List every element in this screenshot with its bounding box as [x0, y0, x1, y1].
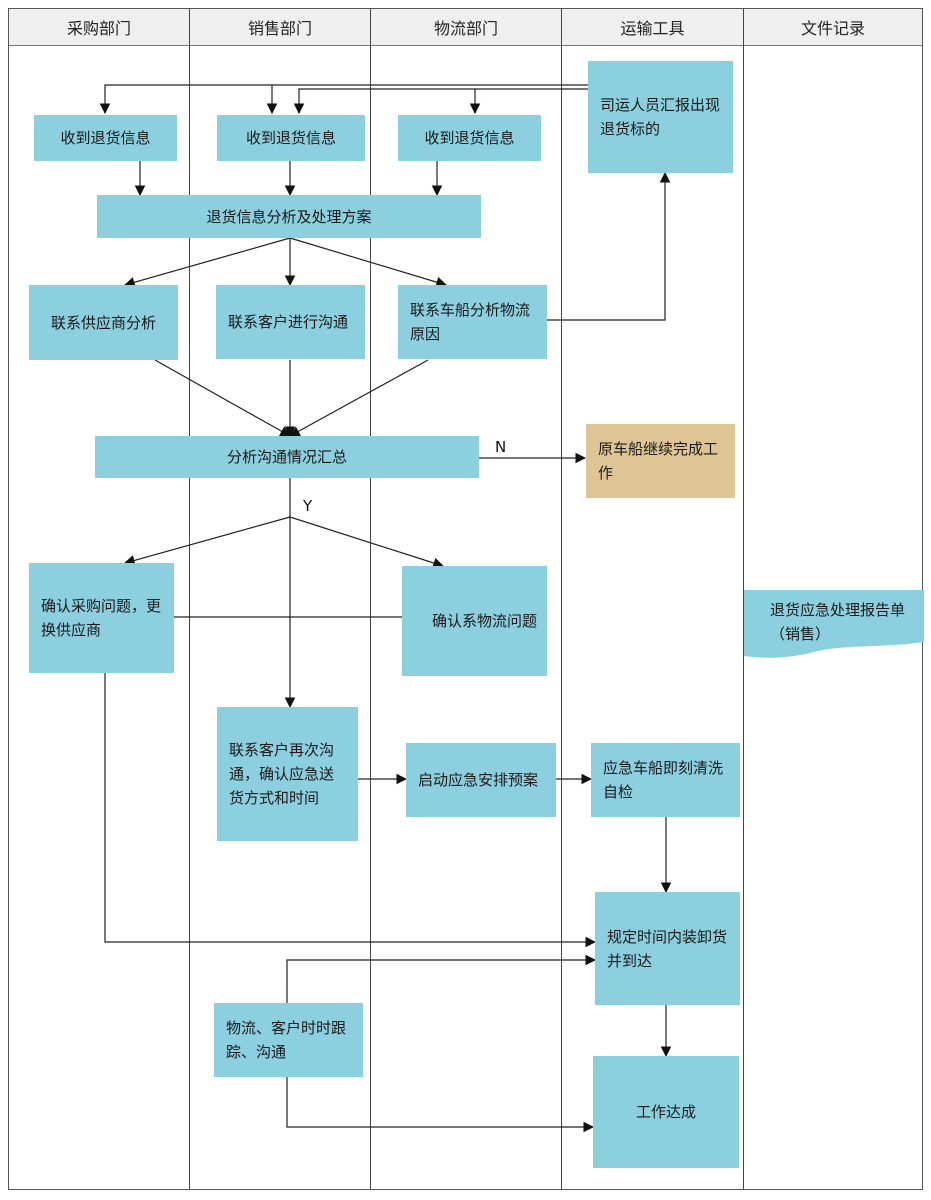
lane-divider [561, 9, 562, 1189]
report-doc-label: 退货应急处理报告单（销售） [770, 601, 906, 643]
lane-divider [189, 9, 190, 1189]
lane-divider [370, 9, 371, 1189]
recv-return-info-sales: 收到退货信息 [217, 115, 365, 161]
connector [286, 1077, 595, 1133]
deliver-ontime-box: 规定时间内装卸货并到达 [595, 892, 740, 1005]
start-emergency-box: 启动应急安排预案 [406, 743, 556, 817]
connector [123, 516, 291, 566]
summary-box: 分析沟通情况汇总 [95, 436, 479, 478]
lane-header-transport: 运输工具 [562, 9, 743, 46]
connector [293, 88, 588, 115]
confirm-logistics-box: 确认系物流问题 [402, 566, 547, 676]
track-communicate-box: 物流、客户时时跟踪、沟通 [214, 1003, 363, 1077]
connector [104, 673, 597, 948]
driver-report-box: 司运人员汇报出现退货标的 [588, 61, 733, 173]
continue-work-box: 原车船继续完成工作 [586, 424, 735, 498]
connector [289, 237, 448, 288]
edge-label-yes: Y [303, 497, 313, 515]
recontact-customer-box: 联系客户再次沟通，确认应急送货方式和时间 [217, 707, 358, 841]
connector [154, 359, 291, 437]
connector [289, 359, 429, 437]
contact-customer-box: 联系客户进行沟通 [216, 285, 365, 359]
lane-divider [743, 9, 744, 1189]
contact-vessel-box: 联系车船分析物流原因 [398, 285, 547, 359]
recv-return-info-logistics: 收到退货信息 [398, 115, 541, 161]
lane-header-purchase: 采购部门 [9, 9, 189, 46]
lane-header-documents: 文件记录 [744, 9, 922, 46]
work-done-box: 工作达成 [593, 1056, 739, 1168]
document-shape [744, 590, 924, 658]
confirm-purchase-box: 确认采购问题，更换供应商 [29, 563, 174, 673]
lane-header-sales: 销售部门 [190, 9, 370, 46]
return-analysis-plan-box: 退货信息分析及处理方案 [97, 195, 481, 238]
emergency-clean-box: 应急车船即刻清洗自检 [591, 743, 740, 817]
connector [286, 954, 597, 1003]
contact-supplier-box: 联系供应商分析 [29, 285, 178, 360]
connector [123, 237, 291, 288]
lane-header-logistics: 物流部门 [371, 9, 561, 46]
recv-return-info-purchase: 收到退货信息 [34, 115, 177, 161]
connector [547, 171, 671, 321]
connector [289, 516, 445, 569]
connector [99, 84, 588, 115]
edge-label-no: N [495, 438, 507, 456]
